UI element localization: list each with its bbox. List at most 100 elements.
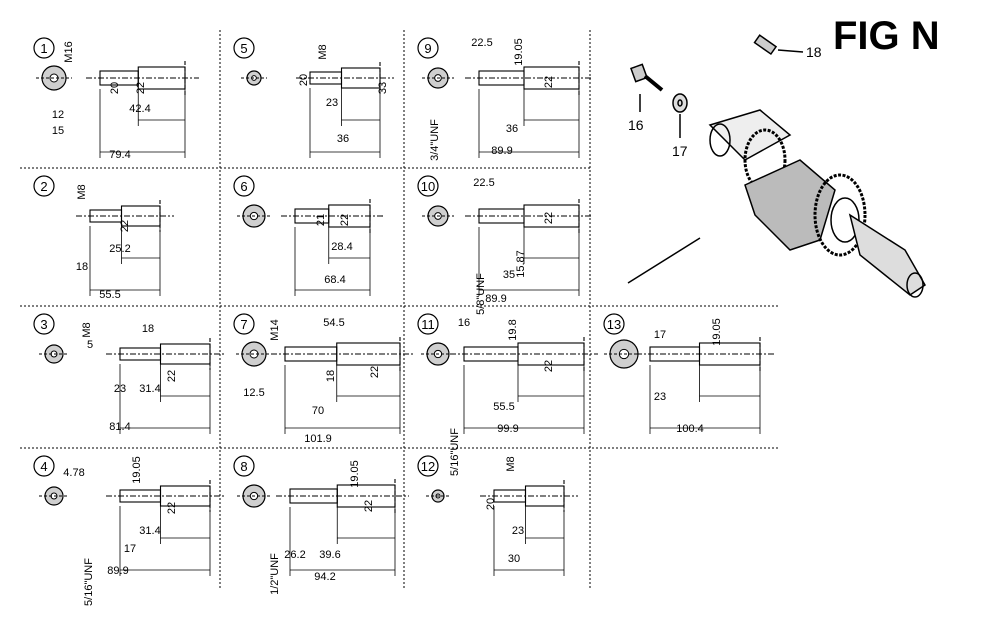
dimension-label: 25.2 [109,243,130,255]
panel-number: 11 [421,317,435,332]
dimension-lines [99,89,186,158]
dimension-label: 22.5 [471,37,492,49]
dimension-label: 22 [543,360,555,372]
dimension-label: M8 [81,322,93,337]
panel-number: 7 [240,317,247,332]
dimension-label: 18 [142,323,154,335]
panel-number: 10 [421,179,435,194]
shaft-profile [450,337,598,371]
dimension-label: 20 [298,74,310,86]
dimension-lines [493,506,565,576]
figure-title: FIG N [833,14,940,58]
dimension-label: 68.4 [324,274,345,286]
panel-number-circle [33,175,55,197]
shaft-profile [86,61,199,95]
panel-number: 2 [40,179,47,194]
dimension-label: 22 [369,366,381,378]
panel-number-circle [33,37,55,59]
dimension-label: 70 [312,405,324,417]
dimension-label: 5/16"UNF [83,558,95,606]
dimension-label: 19.8 [507,319,519,340]
dimension-label: 22 [166,370,178,382]
dimension-label: 19.05 [513,38,525,66]
crankshaft-illustration [627,34,926,298]
panel-number-circle [33,455,55,477]
dimension-lines [119,506,211,576]
dimension-label: 22.5 [473,177,494,189]
shaft-profile [480,480,578,512]
dimension-label: 19.05 [131,456,143,484]
panel-number-circle [33,313,55,335]
dimension-label: 23 [326,97,338,109]
dimension-label: 12.5 [243,387,264,399]
panel-number: 4 [40,459,47,474]
dimension-label: 42.4 [129,103,150,115]
dimension-label: 55.5 [493,401,514,413]
dimension-label: 100.4 [676,423,704,435]
panel-number-circle [417,455,439,477]
dimension-label: M14 [269,319,281,340]
panel-number: 13 [607,317,621,332]
panel-number: 5 [240,41,247,56]
dimension-lines [463,365,585,434]
dimension-label: 22 [166,502,178,514]
dimension-label: M8 [317,44,329,59]
dimension-label: 20 [485,498,497,510]
panel-number: 8 [240,459,247,474]
shaft-profile [106,480,224,512]
dimension-label: 94.2 [314,571,335,583]
dimension-label: 55.5 [99,289,120,301]
dimension-label: 89.9 [485,293,506,305]
dimension-label: 89.9 [491,145,512,157]
dimension-label: 31.4 [139,383,160,395]
shaft-profile [76,200,174,232]
dimension-label: 31.4 [139,525,160,537]
panel-number: 6 [240,179,247,194]
dimension-label: 23 [654,391,666,403]
panel-number: 1 [40,41,47,56]
dimension-label: M16 [63,41,75,62]
dimension-label: 15 [52,125,64,137]
panel-number: 3 [40,317,47,332]
dimension-label: 5 [87,339,93,351]
shaft-profile [636,337,774,371]
dimension-label: 22 [135,82,147,94]
shaft-profile [276,479,409,513]
dimension-label: 3/4"UNF [429,119,441,161]
dimension-lines [119,364,211,434]
grid-lines [20,30,778,590]
dimension-label: 35 [503,269,515,281]
dimension-label: 23 [114,383,126,395]
shaft-profile [281,199,384,233]
dimension-lines [478,89,580,158]
callout-17: 17 [672,143,688,159]
dimension-label: 22 [339,214,351,226]
dimension-lines [294,227,371,296]
dimension-lines [649,365,761,434]
dimension-label: 17 [124,543,136,555]
callout-18: 18 [806,44,822,60]
dimension-label: 21 [315,214,327,226]
shaft-profile [465,61,593,95]
dimension-label: 22 [119,220,131,232]
dimension-label: 79.4 [109,149,130,161]
dimension-label: 54.5 [323,317,344,329]
dimension-label: 89.9 [107,565,128,577]
dimension-label: 20 [109,82,121,94]
panel-number-circle [233,37,255,59]
dimension-label: 22 [543,212,555,224]
dimension-lines [89,226,161,296]
dimension-lines [309,88,381,158]
